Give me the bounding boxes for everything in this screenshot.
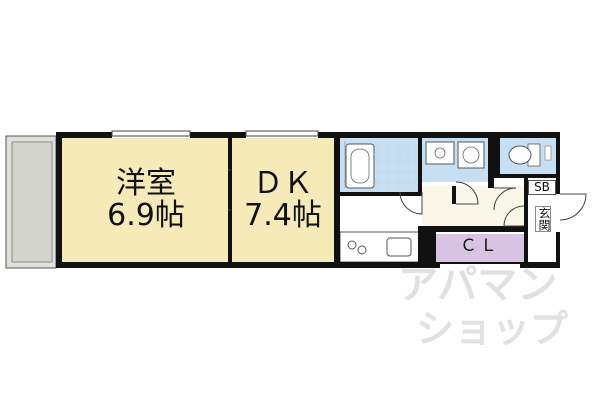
western-room-label: 洋室 6.9帖	[68, 168, 224, 231]
windows	[111, 130, 319, 137]
western-room-name: 洋室	[116, 166, 176, 201]
dk-label: ＤＫ 7.4帖	[232, 168, 334, 231]
stove-burner-icon	[357, 245, 367, 255]
washing-machine-icon	[457, 141, 485, 169]
closet-label: ＣＬ	[460, 236, 500, 256]
washroom	[422, 138, 488, 182]
western-room-floor	[62, 138, 228, 262]
toilet-room	[500, 138, 556, 174]
watermark-line1: アパマン	[398, 262, 558, 308]
dk-size: 7.4帖	[244, 197, 322, 233]
dk-name: ＤＫ	[253, 166, 313, 201]
dk-floor	[232, 138, 334, 262]
walls	[56, 132, 560, 268]
watermark-line2: ショップ	[416, 307, 569, 351]
bathroom	[340, 138, 418, 192]
balcony	[5, 135, 57, 269]
western-room-size: 6.9帖	[107, 197, 185, 233]
sink-icon	[386, 237, 412, 257]
genkan-label: 玄関	[535, 206, 551, 232]
shoe-box-label: SB	[528, 180, 556, 195]
bathtub-icon	[345, 143, 375, 189]
washbasin-icon	[425, 141, 455, 165]
kitchen-counter	[339, 231, 421, 263]
doors	[228, 169, 587, 227]
stove-burner-icon	[347, 240, 357, 250]
hallway-floor	[422, 186, 524, 226]
closet-floor	[436, 234, 524, 262]
